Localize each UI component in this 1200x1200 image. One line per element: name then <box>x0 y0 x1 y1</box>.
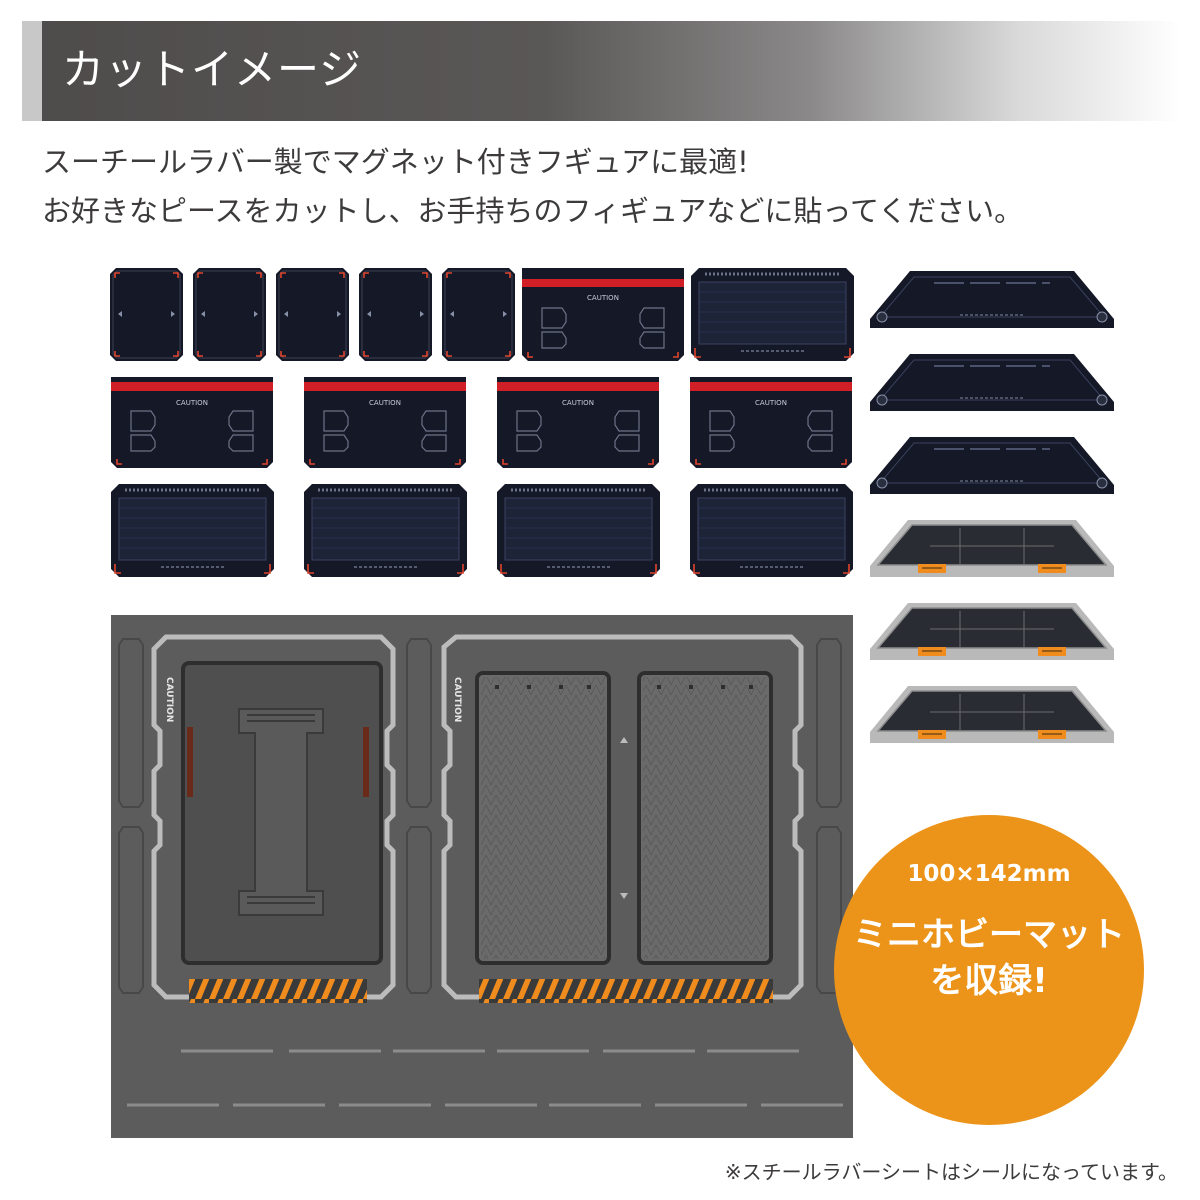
grid-panel-row1 <box>691 268 854 361</box>
mat-caution-label-left: CAUTION <box>164 677 174 722</box>
header-banner: カットイメージ <box>22 21 1180 121</box>
caution-panel-row1: CAUTION <box>522 268 684 361</box>
caution-label: CAUTION <box>587 294 619 302</box>
gray-trapezoid-2 <box>870 603 1114 660</box>
tile-small-3 <box>276 268 349 361</box>
description-line-2: お好きなピースをカットし、お手持ちのフィギュアなどに貼ってください。 <box>42 194 1024 228</box>
gray-trapezoid-1 <box>870 520 1114 577</box>
page-title: カットイメージ <box>62 45 363 94</box>
mat-size-badge: 100×142mm ミニホビーマット を収録! <box>834 815 1144 1125</box>
badge-title-line-1: ミニホビーマット <box>853 915 1125 955</box>
caution-label: CAUTION <box>755 399 787 407</box>
caution-panel-row2-3: CAUTION <box>497 377 659 468</box>
badge-size-text: 100×142mm <box>907 861 1071 887</box>
caution-label: CAUTION <box>369 399 401 407</box>
description-line-1: スーチールラバー製でマグネット付きフギュアに最適! <box>42 145 749 179</box>
footnote: ※スチールラバーシートはシールになっています。 <box>724 1160 1178 1184</box>
caution-label: CAUTION <box>176 399 208 407</box>
dark-trapezoid-3 <box>870 437 1114 494</box>
caution-panel-row2-2: CAUTION <box>304 377 466 468</box>
caution-panel-row2-1: CAUTION <box>111 377 273 468</box>
badge-title-line-2: を収録! <box>930 961 1048 1001</box>
grid-panel-row3-1 <box>111 484 274 577</box>
mat-caution-label-right: CAUTION <box>452 677 462 722</box>
dark-trapezoid-1 <box>870 271 1114 328</box>
caution-label: CAUTION <box>562 399 594 407</box>
grid-panel-row3-4 <box>690 484 853 577</box>
tile-small-2 <box>193 268 266 361</box>
caution-panel-row2-4: CAUTION <box>690 377 852 468</box>
grid-panel-row3-2 <box>304 484 467 577</box>
tile-small-5 <box>442 268 515 361</box>
tile-small-1 <box>110 268 183 361</box>
hobby-mat: CAUTION CAUTION <box>111 615 853 1138</box>
grid-panel-row3-3 <box>497 484 660 577</box>
dark-trapezoid-2 <box>870 354 1114 411</box>
tile-small-4 <box>359 268 432 361</box>
gray-trapezoid-3 <box>870 686 1114 743</box>
banner-accent-bar <box>22 21 42 121</box>
